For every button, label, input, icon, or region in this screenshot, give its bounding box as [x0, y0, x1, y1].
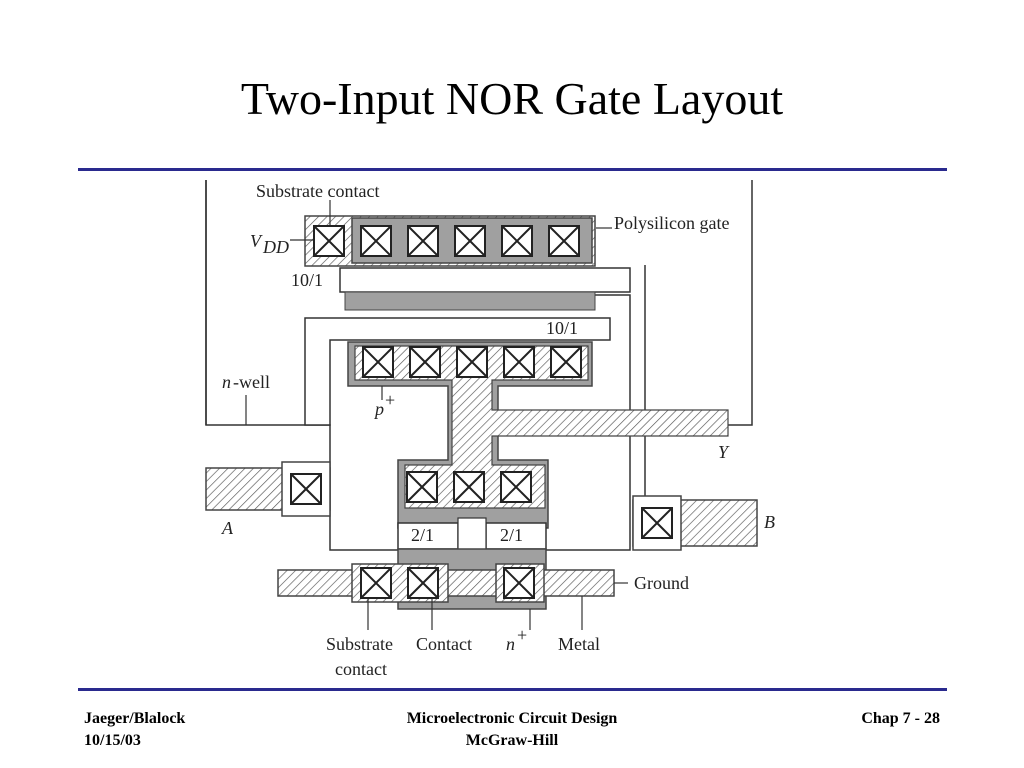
- label-substrate-contact-top: Substrate contact: [256, 181, 379, 201]
- footer-chapter: Chap 7 - 28: [861, 710, 940, 727]
- label-ratio-top-left: 10/1: [291, 270, 323, 290]
- contact-icon: [360, 225, 392, 257]
- contact-icon: [407, 225, 439, 257]
- label-vdd-sub: DD: [262, 237, 289, 257]
- label-pplus-sup: +: [385, 390, 395, 410]
- label-nplus: n: [506, 634, 515, 654]
- contact-icon: [362, 346, 394, 378]
- footer-book: Microelectronic Circuit Design McGraw-Hi…: [312, 708, 712, 752]
- slide-title: Two-Input NOR Gate Layout: [240, 73, 784, 124]
- contact-icon: [548, 225, 580, 257]
- pmos-gate-bottom: [304, 317, 611, 426]
- contact-icon: [456, 346, 488, 378]
- contact-icon: [453, 471, 485, 503]
- label-substrate-contact-bottom-2: contact: [335, 659, 387, 679]
- label-polysilicon-gate: Polysilicon gate: [614, 213, 730, 233]
- label-nplus-sup: +: [517, 625, 527, 645]
- label-metal: Metal: [558, 634, 600, 654]
- label-vdd: V: [250, 231, 263, 251]
- label-ratio-bottom-left: 2/1: [411, 525, 434, 545]
- label-input-b: B: [764, 512, 775, 532]
- contact-icon: [409, 346, 441, 378]
- label-nwell-n: n: [222, 372, 231, 392]
- pmos-gate-top: [339, 267, 631, 293]
- contact-icon: [406, 471, 438, 503]
- output-wire: [728, 180, 753, 426]
- label-input-a: A: [221, 518, 234, 538]
- pmos-channel-region: [344, 291, 596, 311]
- label-pplus: p: [373, 399, 384, 419]
- footer-date: 10/15/03: [84, 732, 141, 749]
- footer-publisher: McGraw-Hill: [465, 732, 559, 749]
- contact-icon: [550, 346, 582, 378]
- label-ratio-top-right: 10/1: [546, 318, 578, 338]
- nmos-gate-left: [397, 522, 459, 550]
- footer-authors: Jaeger/Blalock 10/15/03: [84, 708, 185, 752]
- contact-icon: [503, 346, 535, 378]
- label-output-y: Y: [718, 442, 730, 462]
- label-ground: Ground: [634, 573, 689, 593]
- label-ratio-bottom-right: 2/1: [500, 525, 523, 545]
- contact-icon: [290, 473, 322, 505]
- footer-book-title: Microelectronic Circuit Design: [406, 710, 618, 727]
- contact-icon: [360, 567, 392, 599]
- contact-icon: [503, 567, 535, 599]
- label-nwell: -well: [233, 372, 270, 392]
- contact-icon: [407, 567, 439, 599]
- contact-icon: [501, 225, 533, 257]
- contact-icon: [500, 471, 532, 503]
- footer-divider: [78, 688, 947, 691]
- contact-icon: [641, 507, 673, 539]
- label-substrate-contact-bottom: Substrate: [326, 634, 393, 654]
- footer-authors-name: Jaeger/Blalock: [84, 710, 186, 727]
- contact-icon: [454, 225, 486, 257]
- contact-icon: [313, 225, 345, 257]
- output-metal: [354, 345, 729, 509]
- label-contact: Contact: [416, 634, 472, 654]
- title-divider: [78, 168, 947, 171]
